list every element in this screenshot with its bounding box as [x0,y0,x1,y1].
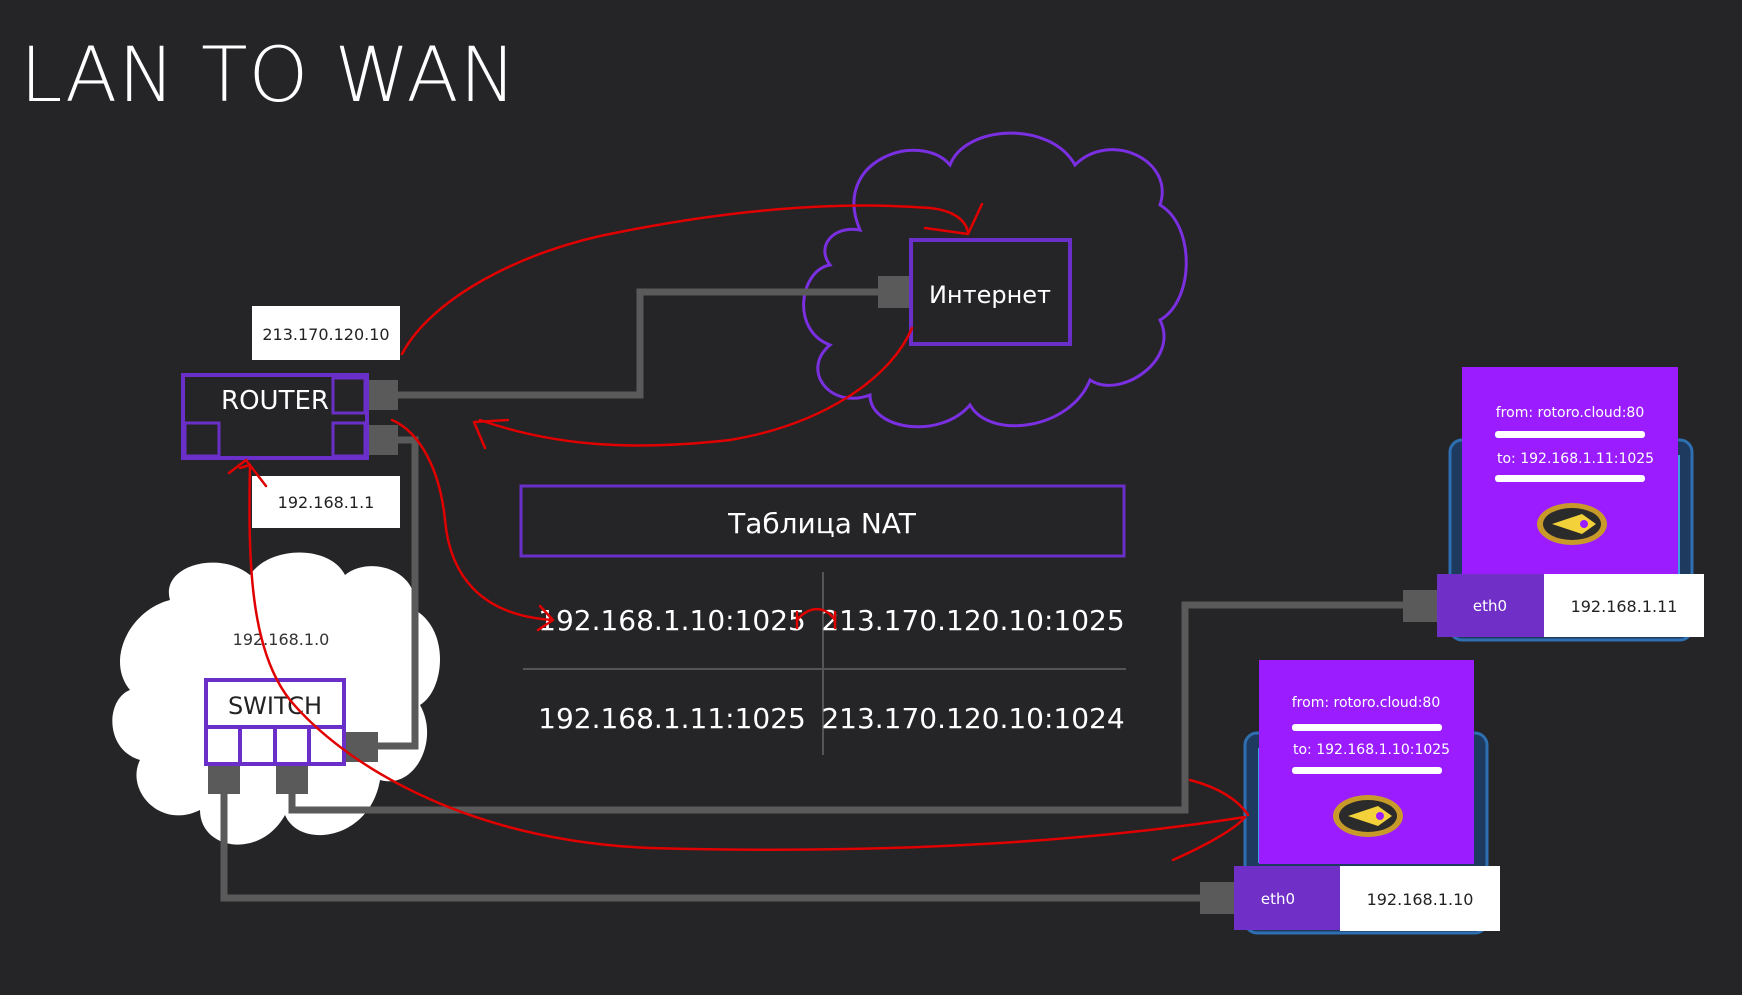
cable-router-internet [394,288,878,399]
rocket-icon [1537,503,1607,545]
arrow-router-to-host [1188,778,1250,817]
cable-router-switch [378,436,419,750]
host1-eth-port [1403,590,1437,622]
arrow-router-to-nat [390,418,554,622]
arrow-internet-to-router [478,326,914,447]
cables [220,288,1407,902]
switch-network-label: 192.168.1.0 [233,630,330,649]
host2-eth-port [1200,882,1234,914]
host2-packet-to: to: 192.168.1.10:1025 [1293,742,1450,758]
router-wan-ip: 213.170.120.10 [262,325,389,344]
host2-eth0-label-bg [1234,866,1341,930]
nat-row1-local: 192.168.1.10:1025 [538,604,806,637]
host2-packet-from: from: rotoro.cloud:80 [1292,695,1440,711]
host1-eth0-label-bg [1437,574,1544,637]
internet-port [878,276,912,308]
nat-title: Таблица NAT [727,507,917,540]
router: ROUTER [181,373,369,460]
router-wan-port [366,380,398,410]
arrow-router-to-internet [400,204,970,356]
router-wan-ip-box [252,306,400,360]
router-lan-ip-box [252,476,400,528]
host1-ip-box [1544,574,1704,637]
switch-uplink-port [344,732,378,762]
router-label: ROUTER [221,386,329,416]
ports [208,276,1437,914]
nat-row2-public: 213.170.120.10:1024 [821,702,1124,735]
host-192-168-1-11: from: rotoro.cloud:80 to: 192.168.1.11:1… [1437,367,1704,642]
arrow-nat-swap [795,607,837,622]
rocket-icon [1333,795,1403,837]
router-lan-port [366,425,398,455]
host2-ip-box [1340,866,1500,931]
internet-box [909,238,1072,346]
nat-row1-public: 213.170.120.10:1025 [821,604,1124,637]
host2-ip: 192.168.1.10 [1367,890,1474,909]
switch-port-b [276,764,308,794]
host1-packet-to: to: 192.168.1.11:1025 [1497,451,1654,467]
internet-label: Интернет [929,281,1051,309]
host-192-168-1-10: from: rotoro.cloud:80 to: 192.168.1.10:1… [1234,660,1500,935]
cable-switch-host2 [220,790,1203,902]
nat-row2-local: 192.168.1.11:1025 [538,702,806,735]
annotation-arrows [227,202,1250,862]
nat-title-box [519,484,1126,558]
host2-eth0: eth0 [1261,890,1295,908]
arrow-host-to-router [238,463,1247,862]
switch-label: SWITCH [228,692,322,720]
switch-port-a [208,764,240,794]
page-title: LAN TO WAN [20,30,518,119]
host1-ip: 192.168.1.11 [1571,597,1678,616]
cable-switch-host1 [288,601,1407,814]
router-lan-ip: 192.168.1.1 [278,493,375,512]
host1-packet-from: from: rotoro.cloud:80 [1496,405,1644,421]
host1-eth0: eth0 [1473,597,1507,615]
switch: SWITCH [204,678,346,766]
